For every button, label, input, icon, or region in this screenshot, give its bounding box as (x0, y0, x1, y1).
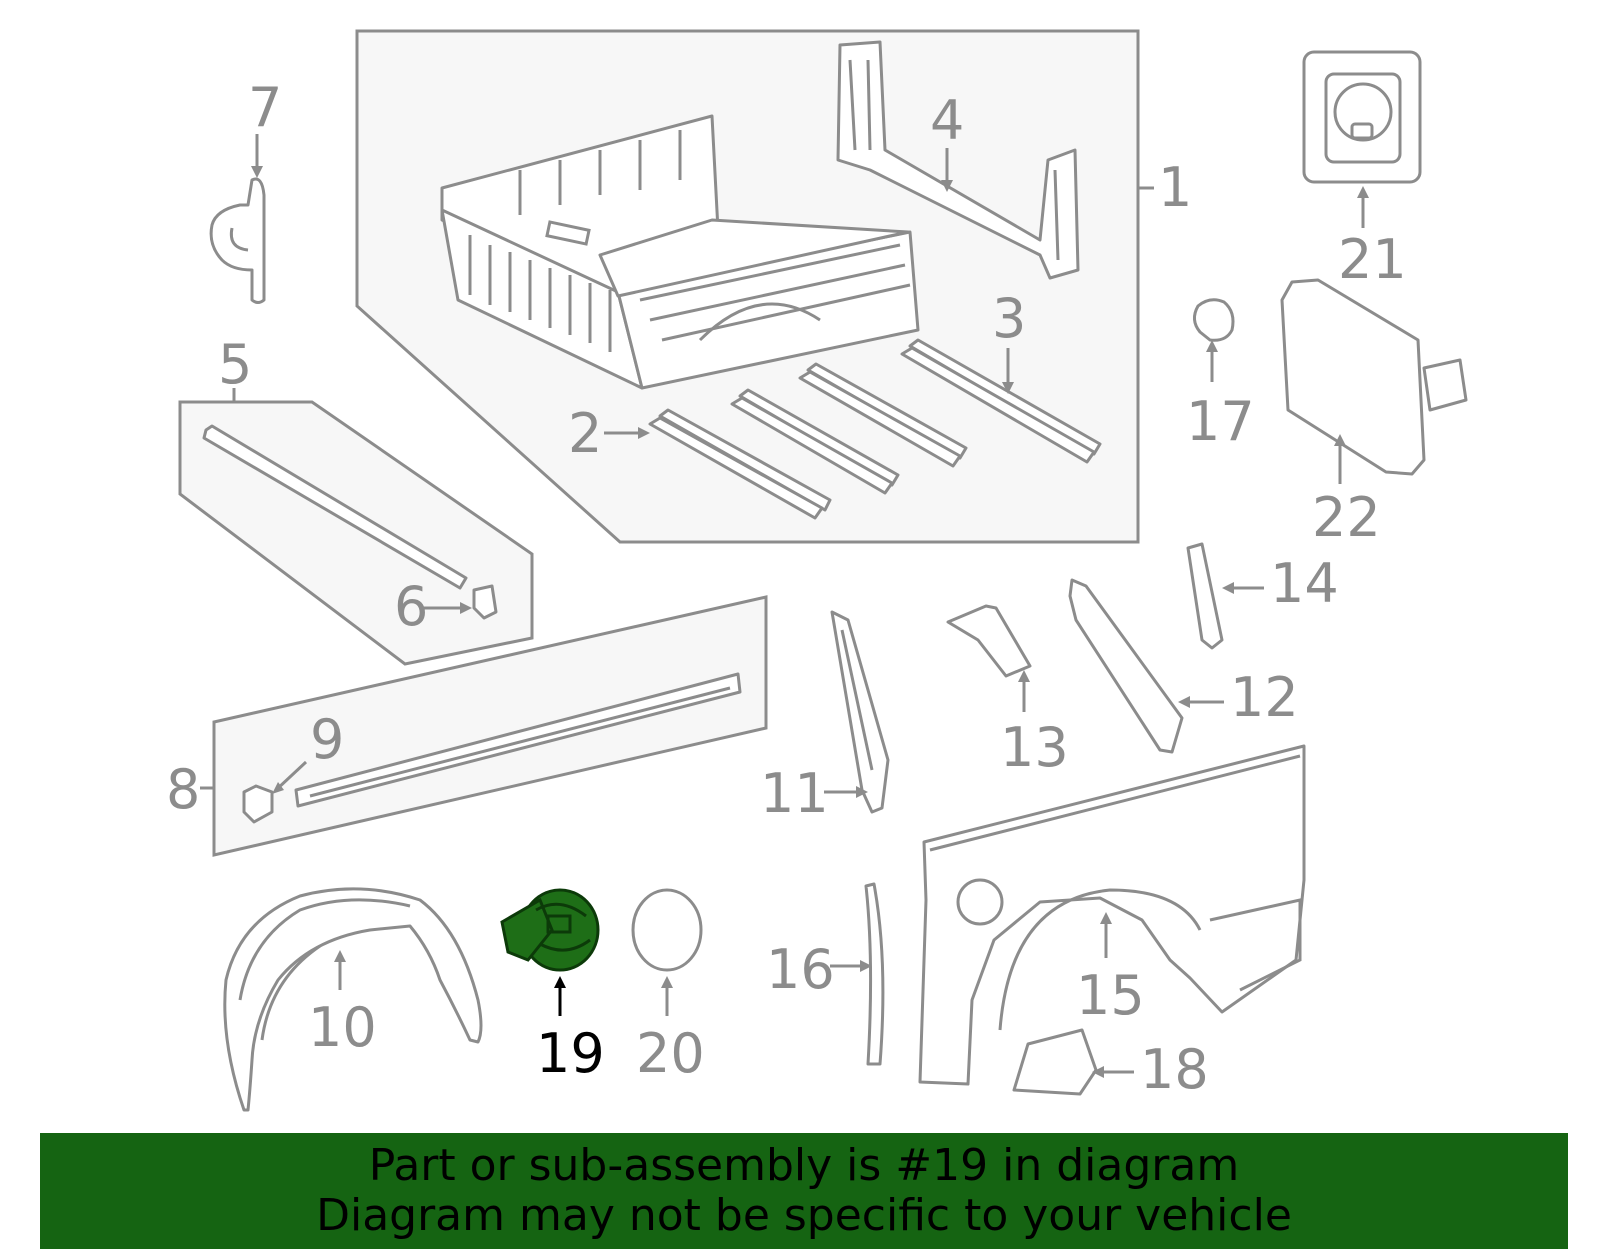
headboard-part[interactable] (836, 40, 1080, 280)
pillar-part-11[interactable]: 11 (760, 610, 890, 825)
seal-part-16[interactable]: 16 (766, 882, 885, 1066)
callout-8: 8 (166, 758, 200, 821)
crossmember-part-3[interactable] (900, 338, 1102, 464)
brace-part-12[interactable]: 12 (1068, 578, 1299, 754)
callout-3: 3 (992, 287, 1026, 350)
truck-bed-part[interactable] (440, 114, 920, 390)
callout-16: 16 (766, 938, 835, 1001)
cover-part-22[interactable]: 22 (1280, 278, 1468, 549)
outlet-part-21[interactable]: 21 (1302, 50, 1422, 291)
crossmember-part-a[interactable] (730, 388, 900, 495)
callout-19: 19 (536, 1022, 605, 1085)
fuel-door-housing-part-19[interactable]: 19 (500, 888, 605, 1085)
callout-22: 22 (1312, 486, 1381, 549)
gasket-part-20[interactable]: 20 (631, 888, 705, 1085)
rail-cap-part-6[interactable] (472, 584, 498, 620)
crossmember-part-2[interactable] (648, 408, 832, 520)
banner-line-2: Diagram may not be specific to your vehi… (316, 1190, 1292, 1241)
bed-rail-part-8[interactable] (294, 672, 742, 808)
callout-2: 2 (568, 402, 602, 465)
rail-group-8: 8 9 (166, 595, 768, 857)
info-banner: Part or sub-assembly is #19 in diagram D… (40, 1133, 1568, 1249)
callout-12: 12 (1230, 666, 1299, 729)
callout-4: 4 (930, 89, 964, 152)
wheelhouse-liner-part-10[interactable]: 10 (223, 887, 483, 1112)
bed-assembly-group: 1 2 3 4 (355, 29, 1192, 544)
banner-line-1: Part or sub-assembly is #19 in diagram (368, 1140, 1240, 1191)
callout-6: 6 (394, 575, 428, 638)
callout-10: 10 (308, 996, 377, 1059)
callout-18: 18 (1140, 1038, 1209, 1101)
callout-7: 7 (248, 76, 282, 139)
callout-5: 5 (218, 333, 252, 396)
callout-1: 1 (1158, 156, 1192, 219)
callout-21: 21 (1338, 228, 1407, 291)
callout-11: 11 (760, 762, 829, 825)
crossmember-part-b[interactable] (798, 362, 968, 468)
side-panel-part-15[interactable]: 15 (918, 744, 1306, 1086)
callout-17: 17 (1186, 390, 1255, 453)
rail-clip-part-9[interactable] (242, 784, 274, 824)
callout-13: 13 (1000, 716, 1069, 779)
bed-rail-part-5[interactable] (202, 424, 468, 590)
bumper-part-17[interactable]: 17 (1186, 298, 1255, 453)
callout-15: 15 (1076, 964, 1145, 1027)
rail-group-5: 5 6 (178, 333, 534, 666)
bracket-part-14[interactable]: 14 (1186, 542, 1339, 650)
callout-14: 14 (1270, 552, 1339, 615)
bracket-part-13[interactable]: 13 (946, 604, 1069, 779)
patch-part-18[interactable]: 18 (1012, 1028, 1209, 1101)
bracket-part-7[interactable]: 7 (209, 76, 282, 304)
callout-20: 20 (636, 1022, 705, 1085)
callout-9: 9 (310, 708, 344, 771)
